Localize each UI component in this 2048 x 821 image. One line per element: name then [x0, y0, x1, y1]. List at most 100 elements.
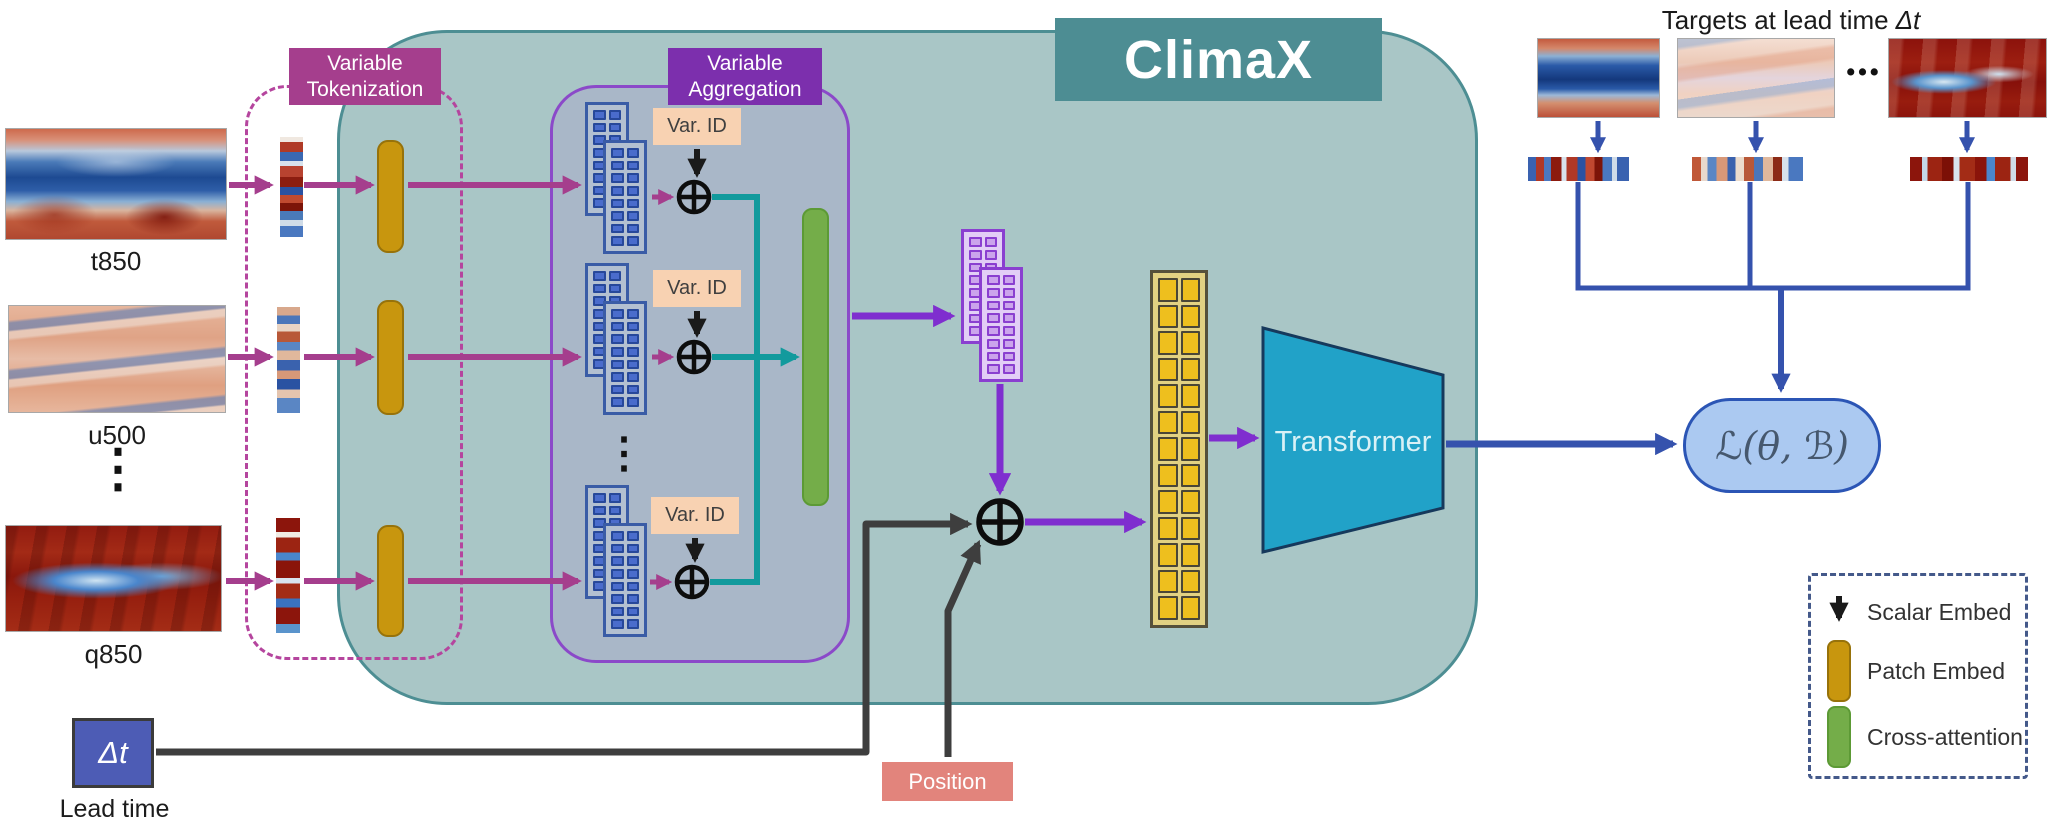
loss-label: ℒ(θ, ℬ)	[1715, 423, 1849, 468]
input-sequence-token-grid	[1150, 270, 1208, 628]
legend: Scalar Embed Patch Embed Cross-attention	[1808, 573, 2028, 779]
token-cell	[1180, 490, 1200, 514]
token-cell	[593, 271, 606, 281]
token-cell	[611, 236, 624, 246]
token-cell	[987, 326, 1000, 336]
token-cell	[626, 397, 639, 407]
token-cell	[611, 384, 624, 395]
targets-ellipsis: •••	[1846, 58, 1882, 86]
target-token-strip-3	[1910, 157, 2028, 181]
token-cell	[626, 543, 639, 554]
input-map-q850	[5, 525, 222, 632]
target-map-3	[1888, 38, 2047, 118]
token-cell	[1002, 287, 1015, 298]
token-cell	[987, 364, 1000, 374]
legend-item-patch-embed: Patch Embed	[1827, 638, 2025, 704]
input-label-u500: u500	[88, 420, 146, 450]
token-grid-varN-front	[603, 523, 647, 637]
token-cell	[1180, 596, 1200, 620]
token-cell	[1002, 313, 1015, 323]
token-cell	[593, 283, 606, 294]
input-variables-ellipsis: ⋮	[92, 440, 144, 498]
token-cell	[626, 309, 639, 319]
token-cell	[608, 110, 621, 120]
legend-label-scalar-embed: Scalar Embed	[1867, 598, 2012, 625]
token-cell	[626, 334, 639, 344]
token-cell	[626, 211, 639, 221]
token-cell	[987, 313, 1000, 323]
token-cell	[969, 249, 982, 260]
cross-attention-bar	[802, 208, 829, 506]
variable-aggregation-label-line2: Aggregation	[688, 77, 802, 101]
token-cell	[1180, 278, 1200, 302]
token-cell	[626, 581, 639, 592]
lead-time-box: Δt	[72, 718, 154, 788]
patch-embed-bar-3	[377, 525, 404, 637]
loss-node: ℒ(θ, ℬ)	[1683, 398, 1881, 493]
token-cell	[1180, 384, 1200, 408]
token-cell	[626, 619, 639, 629]
token-cell	[626, 173, 639, 183]
input-map-u500	[8, 305, 226, 413]
token-cell	[611, 568, 624, 579]
cross-attention-bar-icon	[1827, 706, 1851, 768]
token-cell	[611, 185, 624, 196]
legend-label-cross-attention: Cross-attention	[1867, 723, 2023, 750]
token-cell	[611, 397, 624, 407]
legend-label-patch-embed: Patch Embed	[1867, 657, 2006, 684]
token-cell	[1180, 516, 1200, 541]
token-cell	[611, 619, 624, 629]
token-cell	[1002, 326, 1015, 336]
token-cell	[1158, 331, 1178, 355]
token-cell	[1158, 278, 1178, 302]
token-grid-var1-front	[603, 140, 647, 254]
token-cell	[987, 287, 1000, 298]
token-cell	[1158, 357, 1178, 382]
token-cell	[611, 543, 624, 554]
token-cell	[1158, 569, 1178, 594]
input-label-q850: q850	[84, 639, 143, 669]
legend-item-cross-attention: Cross-attention	[1827, 704, 2025, 770]
token-cell	[1002, 338, 1015, 349]
aggregated-token-grid-front	[979, 267, 1023, 382]
token-cell	[987, 351, 1000, 362]
token-cell	[626, 568, 639, 579]
token-cell	[611, 321, 624, 332]
position-box: Position	[882, 762, 1013, 801]
token-cell	[611, 173, 624, 183]
token-cell	[611, 346, 624, 357]
token-cell	[1180, 463, 1200, 488]
token-cell	[611, 606, 624, 617]
token-cell	[608, 493, 621, 503]
token-cell	[1002, 351, 1015, 362]
target-map-2	[1677, 38, 1835, 118]
token-cell	[984, 249, 997, 260]
token-cell	[611, 211, 624, 221]
token-cell	[611, 148, 624, 158]
token-cell	[1158, 437, 1178, 461]
token-cell	[1180, 569, 1200, 594]
scalar-embed-arrow-icon	[1827, 590, 1851, 634]
token-cell	[611, 372, 624, 382]
token-cell	[626, 198, 639, 209]
targets-title-text: Targets at lead time	[1661, 4, 1889, 35]
token-cell	[593, 110, 606, 120]
legend-item-scalar-embed: Scalar Embed	[1827, 586, 2025, 638]
token-cell	[987, 300, 1000, 311]
token-cell	[611, 223, 624, 234]
token-cell	[611, 198, 624, 209]
token-cell	[1158, 384, 1178, 408]
token-cell	[611, 531, 624, 541]
token-cell	[608, 283, 621, 294]
token-cell	[1002, 300, 1015, 311]
token-cell	[969, 237, 982, 247]
token-cell	[984, 237, 997, 247]
token-cell	[1158, 304, 1178, 329]
token-grid-var2-front	[603, 301, 647, 415]
token-cell	[987, 275, 1000, 285]
token-cell	[611, 359, 624, 370]
token-cell	[1158, 516, 1178, 541]
token-cell	[626, 160, 639, 171]
token-cell	[1158, 596, 1178, 620]
